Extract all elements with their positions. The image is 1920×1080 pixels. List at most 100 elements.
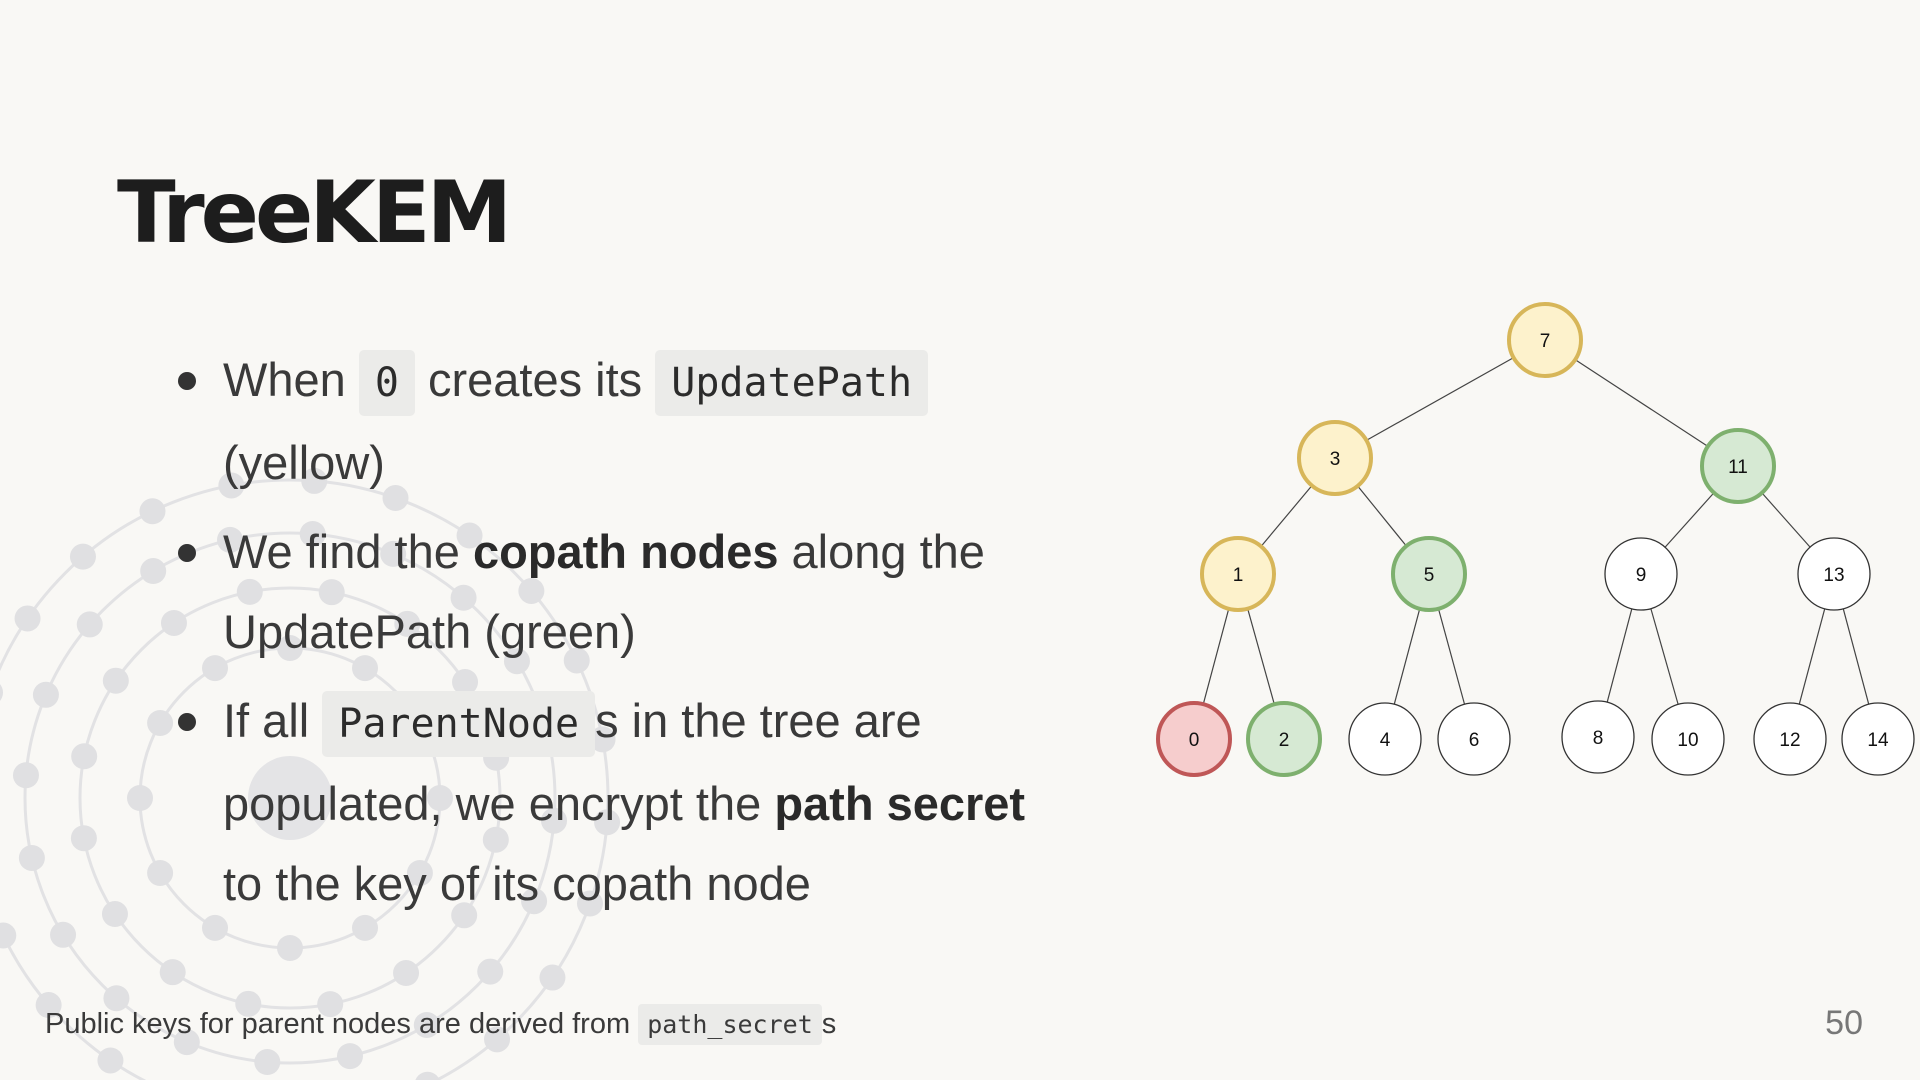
tree-node-circle (1156, 701, 1232, 777)
background-dot (277, 635, 303, 661)
footer-code: path_secret (638, 1004, 822, 1045)
background-ring (23, 531, 557, 1065)
background-dot (452, 668, 479, 695)
background-dot (70, 825, 97, 852)
tree-node-circle (1391, 536, 1467, 612)
background-dot (318, 579, 345, 606)
tree-node-label: 13 (1823, 565, 1844, 586)
slide-title: TreeKEM (117, 163, 512, 263)
tree-edge-7-11 (1574, 359, 1709, 447)
background-dot (18, 844, 45, 871)
tree-node-label: 8 (1593, 728, 1604, 749)
tree-node-label: 5 (1424, 565, 1435, 586)
tree-node-circle (1507, 302, 1583, 378)
background-dot (380, 540, 407, 567)
tree-node-circle (1437, 702, 1511, 776)
background-dot (277, 935, 303, 961)
tree-node-3: 3 (1297, 420, 1373, 496)
tree-node-2: 2 (1246, 701, 1322, 777)
tree-node-circle (1561, 700, 1635, 774)
bullet-dot-icon (178, 544, 196, 562)
background-dot (450, 584, 477, 611)
background-dot (456, 522, 483, 549)
background-dot (50, 921, 77, 948)
tree-node-4: 4 (1348, 702, 1422, 776)
background-dot (482, 826, 509, 853)
bullet-code-text: 0 (358, 350, 415, 416)
bullet-plain-text: to the key of its copath node (223, 857, 811, 910)
bullet-plain-text: When (223, 353, 359, 406)
tree-node-5: 5 (1391, 536, 1467, 612)
background-dot (336, 1043, 363, 1070)
bullet-item: When 0 creates its UpdatePath (yellow) (178, 340, 1038, 503)
tree-edges (1202, 357, 1870, 705)
tree-edge-9-8 (1606, 608, 1633, 703)
background-dot (147, 860, 174, 886)
tree-node-label: 3 (1330, 449, 1341, 470)
tree-node-circle (1797, 537, 1871, 611)
background-dot (503, 648, 530, 675)
tree-node-6: 6 (1437, 702, 1511, 776)
bullet-list: When 0 creates its UpdatePath (yellow) We… (178, 340, 1038, 933)
bullet-plain-text: s in the tree are populated, we encrypt … (223, 694, 922, 830)
background-ring (0, 478, 610, 1080)
background-dot (103, 985, 130, 1012)
bullet-dot-icon (178, 372, 196, 390)
footer-text-after: s (821, 1008, 837, 1040)
tree-node-14: 14 (1841, 702, 1915, 776)
tree-node-circle (1246, 701, 1322, 777)
background-dot (0, 922, 17, 949)
background-dot (541, 807, 568, 834)
bullet-dot-icon (178, 713, 196, 731)
bullet-plain-text: (yellow) (223, 436, 385, 489)
background-dot (382, 485, 409, 512)
tree-edge-11-13 (1761, 492, 1811, 548)
background-dot (217, 526, 244, 553)
tree-edge-5-4 (1393, 608, 1421, 705)
tree-node-circle (1348, 702, 1422, 776)
page-number: 50 (1825, 1004, 1863, 1042)
tree-node-label: 4 (1380, 730, 1391, 751)
tree-node-label: 10 (1677, 730, 1698, 751)
background-dot (393, 960, 420, 987)
tree-node-0: 0 (1156, 701, 1232, 777)
tree-edge-7-3 (1366, 357, 1514, 441)
background-dot (317, 991, 344, 1018)
tree-node-circle (1200, 536, 1276, 612)
tree-edge-1-0 (1202, 608, 1230, 705)
background-dot (477, 958, 504, 985)
background-dot (539, 964, 566, 991)
tree-node-circle (1651, 702, 1725, 776)
tree-node-11: 11 (1700, 428, 1776, 504)
background-dot (69, 543, 96, 570)
bullet-plain-text: We find the (223, 525, 473, 578)
background-dot (301, 467, 328, 494)
background-dot (12, 762, 39, 789)
tree-node-1: 1 (1200, 536, 1276, 612)
tree-edge-3-1 (1260, 485, 1313, 547)
background-dot (35, 992, 62, 1019)
tree-node-13: 13 (1797, 537, 1871, 611)
tree-edge-13-14 (1842, 608, 1870, 705)
tree-node-label: 1 (1233, 565, 1244, 586)
background-dot (147, 710, 174, 736)
background-dot (0, 684, 4, 701)
tree-node-10: 10 (1651, 702, 1725, 776)
background-dot (202, 914, 228, 941)
background-dot (594, 809, 621, 836)
background-dot (32, 681, 59, 708)
background-dot (235, 990, 262, 1017)
background-dot (71, 743, 98, 770)
tree-node-label: 6 (1469, 730, 1480, 751)
background-dot (140, 558, 167, 585)
background-dot (139, 498, 166, 525)
background-dot (406, 860, 433, 886)
background-dot (76, 611, 103, 638)
background-dot (427, 785, 453, 811)
tree-node-7: 7 (1507, 302, 1583, 378)
bullet-code-text: UpdatePath (655, 350, 929, 416)
tree-edge-5-6 (1437, 608, 1466, 705)
tree-node-label: 14 (1867, 730, 1889, 751)
background-dot (413, 1011, 440, 1038)
